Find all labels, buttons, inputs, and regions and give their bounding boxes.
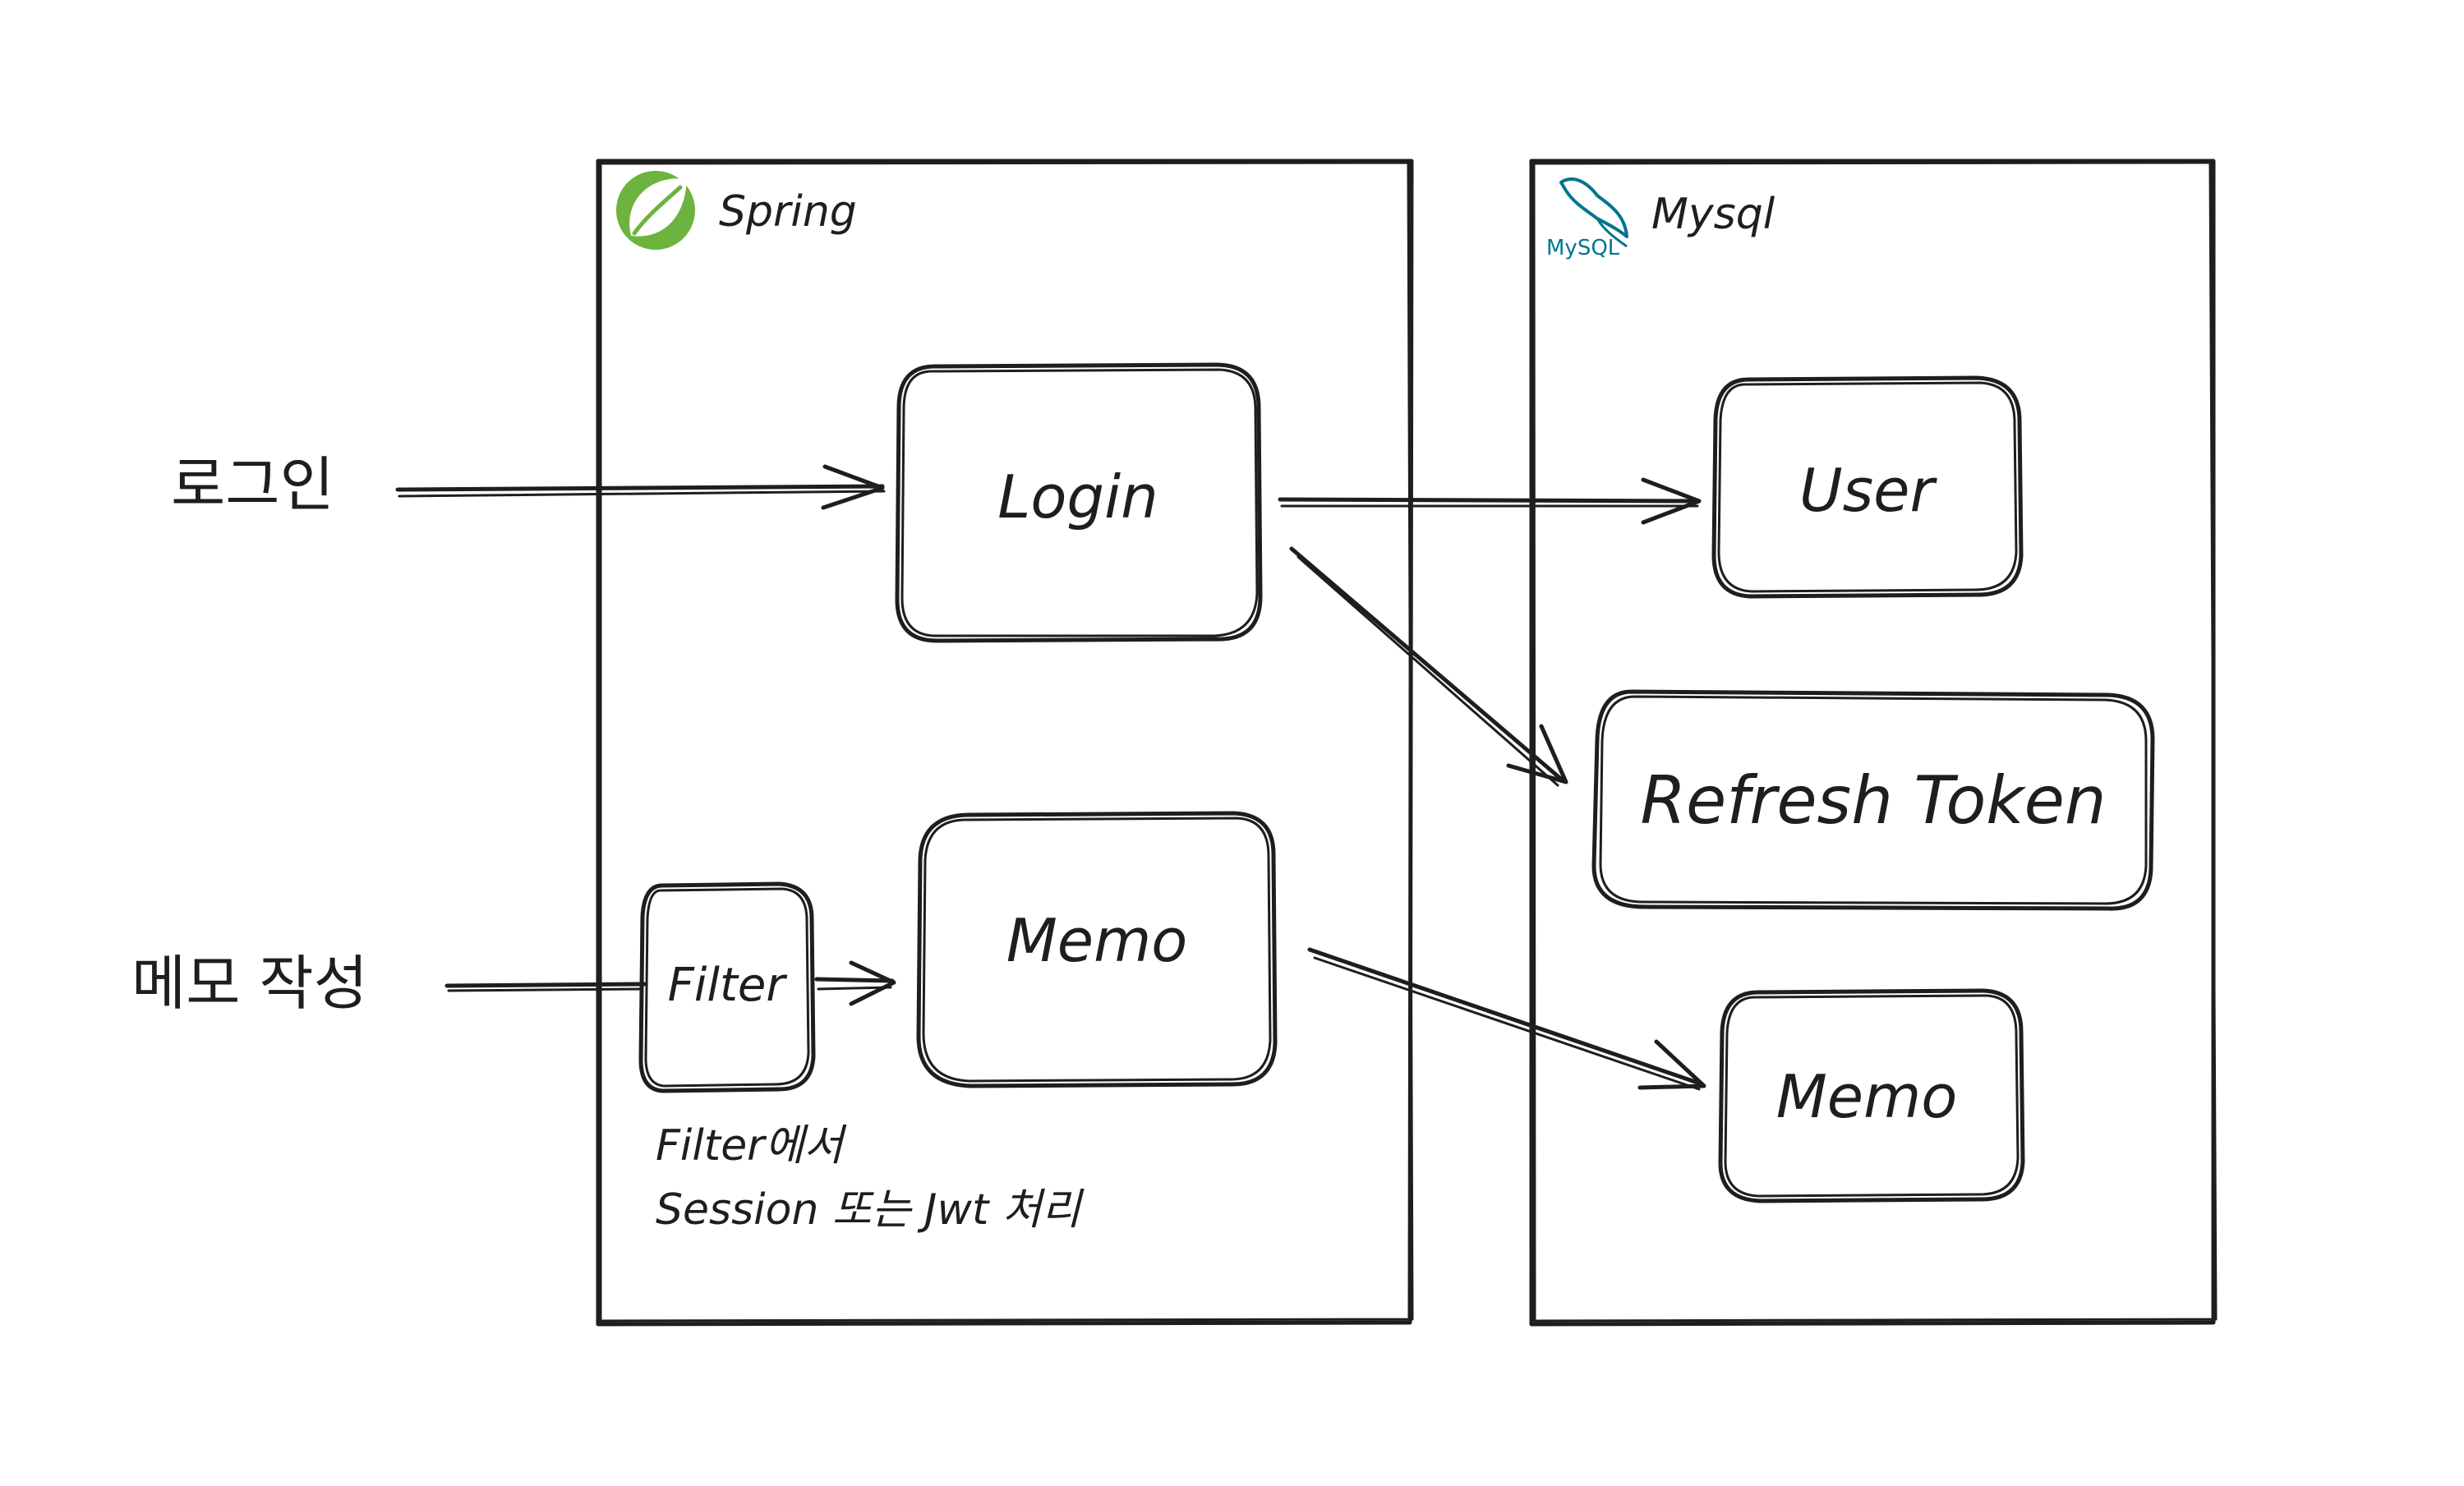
mysql-logo-text: MySQL	[1546, 236, 1620, 260]
memo-write-input-label: 메모 작성	[131, 949, 368, 1018]
user-table-box: User	[1711, 375, 2024, 599]
arrow-memo-to-memo-table	[1307, 947, 1706, 1091]
arrow-login-to-user	[1278, 477, 1702, 525]
spring-memo-box: Memo	[916, 811, 1278, 1088]
filter-box-label: Filter	[668, 959, 788, 1012]
login-input-label: 로그인	[171, 450, 334, 519]
spring-container	[596, 159, 1414, 1327]
memo-table-label: Memo	[1776, 1062, 1958, 1131]
filter-note-line-1: Filter에서	[656, 1121, 847, 1171]
memo-table-box: Memo	[1718, 988, 2025, 1203]
login-box-label: Login	[997, 462, 1158, 531]
user-table-label: User	[1799, 456, 1938, 525]
mysql-title: Mysql	[1651, 190, 1775, 239]
spring-memo-box-label: Memo	[1006, 906, 1188, 975]
arrow-memo-write-to-filter	[444, 982, 647, 992]
mysql-container	[1529, 159, 2218, 1327]
mysql-dolphin-icon: MySQL	[1546, 177, 1628, 260]
arrow-login-to-spring	[395, 464, 886, 510]
refresh-token-table-label: Refresh Token	[1640, 762, 2106, 839]
filter-note-line-2: Session 또는 Jwt 처리	[656, 1185, 1085, 1235]
refresh-token-table-box: Refresh Token	[1591, 689, 2155, 911]
arrow-login-to-refresh-token	[1289, 546, 1568, 787]
arrow-filter-to-memo	[814, 960, 896, 1006]
filter-box: Filter	[638, 881, 816, 1093]
spring-title: Spring	[719, 187, 857, 237]
spring-leaf-icon	[616, 171, 695, 250]
login-box: Login	[895, 362, 1263, 643]
